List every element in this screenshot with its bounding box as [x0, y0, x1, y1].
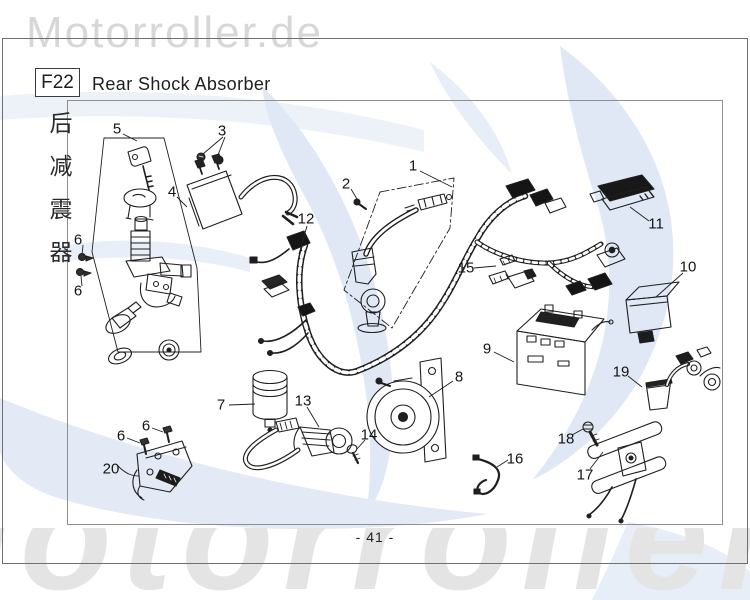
callout-14: 14: [360, 426, 378, 444]
callout-3: 3: [217, 122, 227, 140]
side-label-char: 后: [49, 111, 73, 136]
callout-leader-lines: [80, 133, 684, 477]
watermark-bottom: Motorroller.de: [0, 528, 750, 600]
watermark-bottom-clip: Motorroller.de: [0, 528, 750, 600]
callout-19: 19: [612, 363, 630, 381]
callout-13: 13: [294, 392, 312, 410]
watermark-top: Motorroller.de: [26, 8, 324, 57]
callout-20: 20: [102, 460, 120, 478]
callout-6-d: 6: [141, 417, 151, 435]
side-label-chinese: 后 减 震 器: [46, 104, 76, 267]
page-number: - 41 -: [355, 529, 395, 545]
page-title: Rear Shock Absorber: [92, 74, 271, 94]
callout-7: 7: [216, 396, 226, 414]
section-code-box: F22: [35, 68, 80, 97]
callout-8: 8: [454, 368, 464, 386]
callout-1: 1: [408, 157, 418, 175]
side-label-char: 减: [49, 154, 73, 179]
callout-10: 10: [679, 258, 697, 276]
callout-6-c: 6: [116, 427, 126, 445]
callout-6-b: 6: [73, 282, 83, 300]
callout-9: 9: [482, 340, 492, 358]
callout-2: 2: [341, 175, 351, 193]
callout-6-a: 6: [73, 231, 83, 249]
callout-17: 17: [576, 466, 594, 484]
side-label-char: 震: [49, 197, 73, 222]
callout-4: 4: [167, 183, 177, 201]
side-label-char: 器: [49, 240, 73, 265]
callout-12: 12: [297, 210, 315, 228]
callout-16: 16: [506, 450, 524, 468]
callout-18: 18: [557, 430, 575, 448]
section-code: F22: [41, 71, 74, 93]
diagram-frame: [67, 100, 723, 525]
callout-5: 5: [112, 120, 122, 138]
callout-11: 11: [648, 215, 664, 233]
callout-15: 15: [457, 259, 475, 277]
